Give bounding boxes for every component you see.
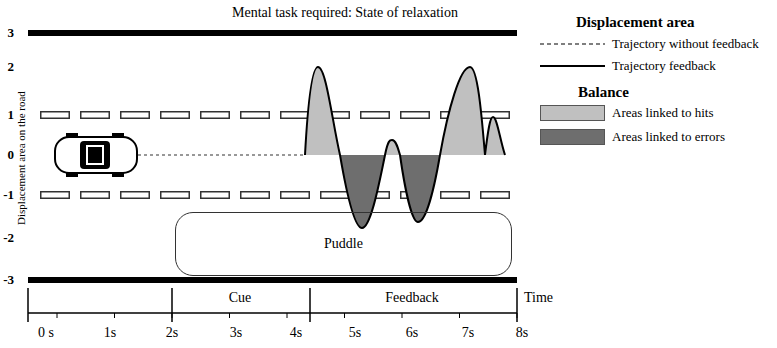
- puddle-shape: Puddle: [175, 212, 512, 276]
- time-label: 5s: [349, 325, 361, 340]
- time-label: 0 s: [38, 325, 54, 340]
- axis-tick: [309, 288, 311, 322]
- axis-tick: [27, 288, 29, 322]
- trajectory-without-feedback: [138, 154, 305, 155]
- lane-line: [40, 191, 515, 199]
- lane-line: [40, 111, 515, 119]
- axis-number: 3: [8, 26, 15, 40]
- node-label: Puddle: [324, 236, 363, 252]
- time-axis: [28, 312, 517, 314]
- axis-tick: [171, 288, 173, 322]
- axis-title: Time: [524, 290, 553, 305]
- axis-number: -3: [3, 273, 14, 287]
- legend-dashed-sample: [540, 43, 605, 44]
- legend-label: Trajectory without feedback: [612, 37, 759, 51]
- lane-line: [42, 113, 514, 118]
- lane-line: [42, 193, 514, 198]
- road-border: [28, 30, 517, 36]
- hit-area: [440, 67, 485, 155]
- legend-label: Areas linked to hits: [612, 106, 713, 120]
- axis-number: 1: [8, 108, 15, 122]
- axis-number: 0: [8, 148, 15, 162]
- axis-ticks: [57, 313, 517, 318]
- time-label: 1s: [104, 325, 116, 340]
- time-label: 7s: [462, 325, 474, 340]
- axis-tick: [516, 288, 518, 322]
- phase-label: Cue: [229, 290, 252, 305]
- trajectory-feedback: [305, 67, 505, 228]
- axis-number: 2: [8, 60, 15, 74]
- time-label: 6s: [406, 325, 418, 340]
- time-label: 2s: [166, 325, 178, 340]
- road-border: [28, 277, 517, 283]
- car: [55, 133, 137, 177]
- chart-title: Mental task required: State of relaxatio…: [232, 5, 458, 20]
- legend-swatch: [540, 105, 605, 121]
- hit-area: [305, 67, 340, 155]
- legend-heading: Displacement area: [576, 14, 694, 31]
- legend-swatch: [540, 129, 605, 145]
- time-label: 8s: [516, 325, 528, 340]
- axis-number: -1: [3, 188, 14, 202]
- legend-heading: Balance: [578, 84, 629, 101]
- axis-number: -2: [3, 231, 14, 245]
- time-label: 3s: [230, 325, 242, 340]
- time-label: 4s: [290, 325, 302, 340]
- legend-label: Trajectory feedback: [612, 59, 716, 73]
- phase-label: Feedback: [385, 290, 439, 305]
- axis-title: Displacement area on the road: [15, 91, 27, 225]
- legend-label: Areas linked to errors: [612, 130, 725, 144]
- legend-solid-sample: [540, 65, 605, 67]
